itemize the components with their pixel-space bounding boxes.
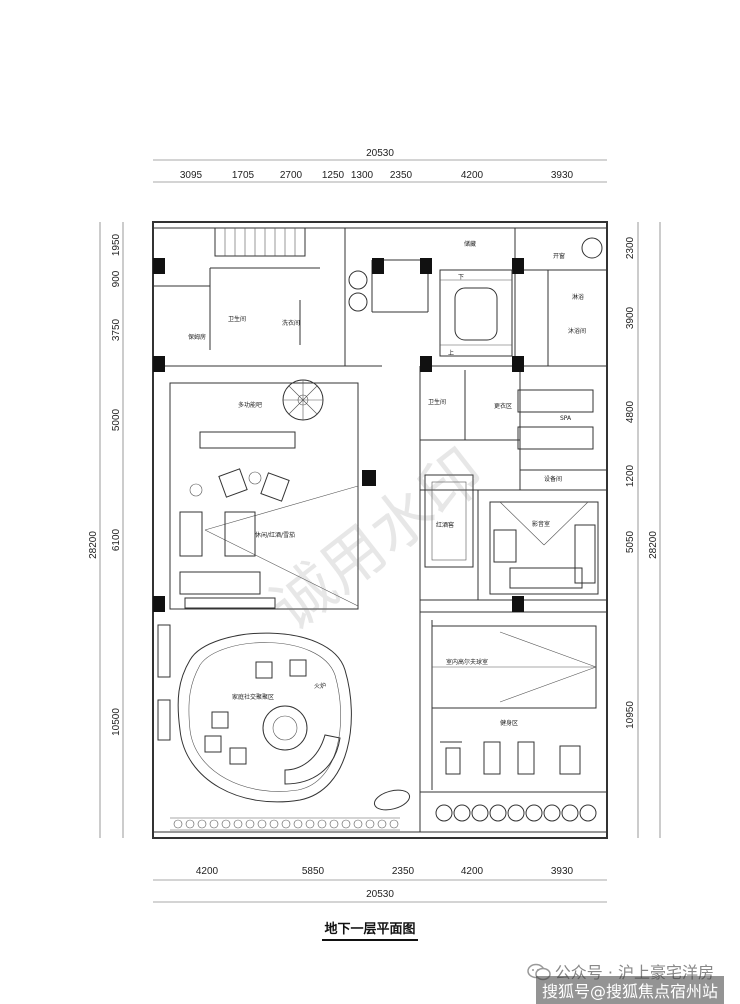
partitions <box>153 228 607 832</box>
top-dim: 2350 <box>390 170 413 181</box>
sohu-watermark: 搜狐号@搜狐焦点宿州站 <box>535 976 724 1004</box>
hedge-row <box>170 237 603 831</box>
room-label-cinema: 影音室 <box>532 520 550 528</box>
top-dim: 1300 <box>351 170 374 181</box>
top-dim: 1250 <box>322 170 345 181</box>
room-label-spa: SPA <box>560 415 572 422</box>
room-label-down: 下 <box>458 274 464 281</box>
room-label-family: 家庭社交聚聚区 <box>232 693 274 701</box>
right-dim: 10950 <box>625 701 636 729</box>
left-dim: 3750 <box>111 318 122 341</box>
room-label-wine: 红酒窖 <box>436 521 454 529</box>
top-dim: 2700 <box>280 170 303 181</box>
room-label-changing: 更衣区 <box>494 402 512 410</box>
room-label-golf: 室内高尔夫球室 <box>446 658 488 666</box>
plan-caption: 地下一层平面图 <box>0 918 740 941</box>
columns <box>153 258 524 612</box>
left-dim: 1950 <box>111 233 122 256</box>
bottom-dim: 3930 <box>551 866 574 877</box>
bottom-dim: 5850 <box>302 866 325 877</box>
bottom-dim: 2350 <box>392 866 415 877</box>
right-dim: 1200 <box>625 464 636 487</box>
room-label-courtyard: 开窗 <box>553 252 565 260</box>
bottom-dimensions: 4200 5850 2350 4200 3930 20530 <box>153 866 607 903</box>
left-dim: 10500 <box>111 708 122 736</box>
left-dim: 900 <box>111 270 122 287</box>
left-dimensions: 1950 900 3750 5000 6100 10500 28200 <box>88 222 124 838</box>
bottom-dim: 4200 <box>461 866 484 877</box>
bottom-total-dim: 20530 <box>366 889 394 900</box>
plan-caption-text: 地下一层平面图 <box>322 922 418 941</box>
room-label-bar: 多功能吧 <box>238 401 262 409</box>
top-dim: 3930 <box>551 170 574 181</box>
room-label-lounge: 休闲/红酒/雪茄 <box>255 531 295 539</box>
left-dim: 6100 <box>111 528 122 551</box>
room-label-gym: 健身区 <box>500 719 518 727</box>
room-label-wc2: 卫生间 <box>428 398 446 406</box>
room-label-fireplace: 火炉 <box>314 682 326 690</box>
right-dimensions: 2300 3900 4800 1200 5050 10950 28200 <box>625 222 661 838</box>
right-dim: 2300 <box>625 236 636 259</box>
top-dimensions: 20530 3095 1705 2700 1250 1300 2350 4200… <box>153 148 607 183</box>
top-dim: 1705 <box>232 170 255 181</box>
staircase-top <box>214 227 306 257</box>
outer-walls <box>152 221 608 839</box>
spiral-stair <box>282 379 324 421</box>
room-label-nanny: 保姆房 <box>188 333 206 341</box>
room-label-bath: 沐浴间 <box>568 327 586 335</box>
room-labels: 储藏 下 上 开窗 淋浴 沐浴间 保姆房 卫生间 洗衣间 多功能吧 卫生间 更衣… <box>188 240 586 727</box>
room-label-shower: 淋浴 <box>572 293 584 301</box>
top-dim: 3095 <box>180 170 203 181</box>
left-total-dim: 28200 <box>88 531 99 559</box>
staircase-main <box>439 269 513 357</box>
right-dim: 3900 <box>625 306 636 329</box>
right-total-dim: 28200 <box>648 531 659 559</box>
room-label-equipment: 设备间 <box>544 475 562 483</box>
right-dim: 4800 <box>625 400 636 423</box>
room-label-storage: 储藏 <box>464 240 476 248</box>
left-dim: 5000 <box>111 408 122 431</box>
top-dim: 4200 <box>461 170 484 181</box>
top-total-dim: 20530 <box>366 148 394 159</box>
bottom-dim: 4200 <box>196 866 219 877</box>
room-label-wc1: 卫生间 <box>228 315 246 323</box>
furniture <box>157 389 596 811</box>
room-label-laundry: 洗衣间 <box>282 319 300 327</box>
right-dim: 5050 <box>625 530 636 553</box>
room-label-up: 上 <box>448 349 454 357</box>
